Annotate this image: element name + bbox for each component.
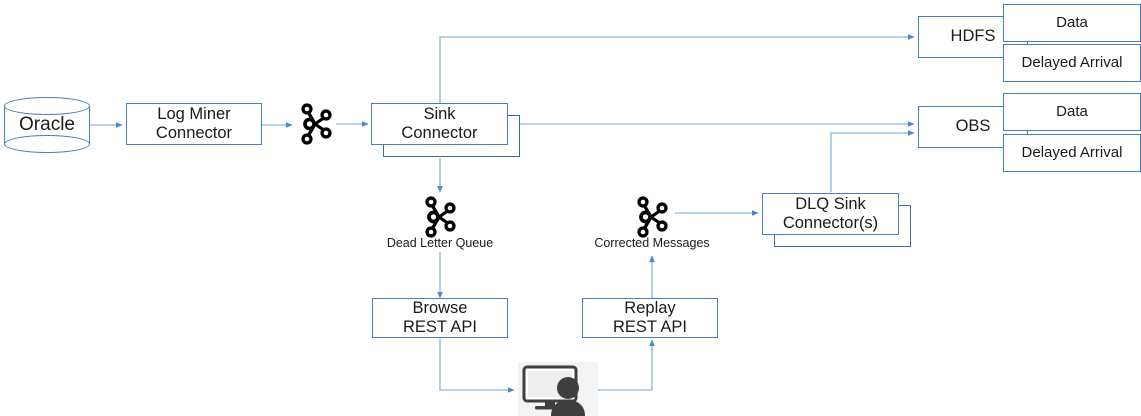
node-obs-label: OBS <box>955 117 991 136</box>
node-dlq-sink-connector[interactable]: DLQ Sink Connector(s) <box>762 193 899 235</box>
node-hdfs-data[interactable]: Data <box>1003 4 1141 42</box>
node-browse-rest-api-label: Browse REST API <box>403 298 477 336</box>
cylinder-top <box>4 97 90 115</box>
node-hdfs-label: HDFS <box>950 27 996 46</box>
node-obs-data-label: Data <box>1056 103 1088 121</box>
wire-user-replay <box>598 339 655 391</box>
node-log-miner-connector-label: Log Miner Connector <box>155 104 233 142</box>
kafka-icon[interactable] <box>418 193 460 241</box>
kafka-icon[interactable] <box>630 193 672 241</box>
cylinder-bottom <box>4 135 90 153</box>
node-obs-delayed-arrival-label: Delayed Arrival <box>1021 144 1123 162</box>
wire-dlqsink-obs <box>830 130 915 192</box>
node-oracle[interactable]: Oracle <box>4 97 90 153</box>
node-obs-data[interactable]: Data <box>1003 93 1141 131</box>
node-obs-delayed-arrival[interactable]: Delayed Arrival <box>1003 134 1141 172</box>
node-hdfs-delayed-arrival[interactable]: Delayed Arrival <box>1003 44 1141 82</box>
kafka-icon[interactable] <box>294 100 336 148</box>
caption-dead-letter-queue: Dead Letter Queue <box>386 236 494 250</box>
user-monitor-icon[interactable] <box>518 362 598 416</box>
node-hdfs-delayed-arrival-label: Delayed Arrival <box>1021 54 1123 72</box>
node-hdfs-data-label: Data <box>1056 14 1088 32</box>
wire-sink-hdfs <box>439 34 915 103</box>
node-replay-rest-api[interactable]: Replay REST API <box>582 298 718 338</box>
node-dlq-sink-connector-label: DLQ Sink Connector(s) <box>782 194 879 232</box>
caption-corrected-messages: Corrected Messages <box>594 236 710 250</box>
node-oracle-label: Oracle <box>19 114 75 135</box>
node-browse-rest-api[interactable]: Browse REST API <box>372 298 508 338</box>
node-log-miner-connector[interactable]: Log Miner Connector <box>126 103 262 145</box>
wire-browse-user <box>439 337 515 393</box>
node-sink-connector[interactable]: Sink Connector <box>371 103 508 145</box>
node-replay-rest-api-label: Replay REST API <box>613 298 687 336</box>
node-sink-connector-label: Sink Connector <box>401 104 478 142</box>
